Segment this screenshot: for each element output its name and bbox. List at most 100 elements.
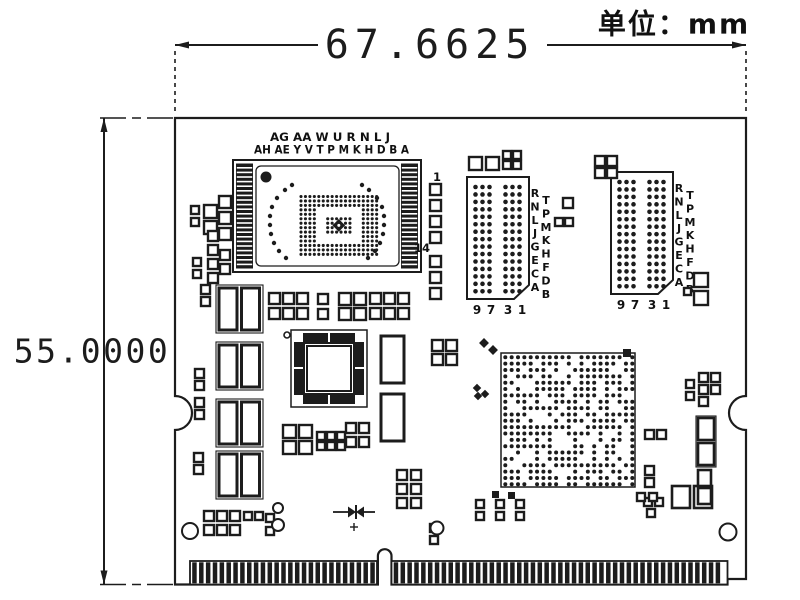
smd-pad [242,510,254,522]
memory-chip-pad-band-left [236,163,253,269]
qfp-chip-footprint [283,329,368,408]
smd-pad [428,182,443,197]
two-pad-component [215,284,264,334]
gold-finger [503,562,508,584]
pin-hole [473,199,478,205]
pin-hole [480,289,485,294]
gold-finger [544,562,549,584]
smd-pad [193,396,206,409]
gold-finger [626,562,632,584]
pin-letter-inner: E [675,249,683,262]
gold-finger [708,562,714,584]
pin-hole [661,209,666,215]
gold-finger [240,562,245,584]
smd-pad [215,509,229,523]
pin-number: 7 [631,298,639,312]
gold-finger [199,562,204,584]
pin-hole [517,266,522,272]
pin-letter-inner: N [674,195,683,208]
smd-pad [189,216,201,228]
smd-pad [267,291,282,306]
smd-pad [709,383,722,396]
pin-hole [617,246,622,252]
pin-hole [510,192,515,197]
pin-hole [654,231,659,237]
pin-hole [661,284,666,289]
pin-hole [473,207,478,212]
pin-hole [631,254,636,259]
smd-pad [382,306,397,321]
pin-hole [487,281,492,287]
corner-marker [623,349,631,357]
pin-hole [661,239,666,244]
smd-pad [501,159,513,171]
pin-hole [487,274,492,279]
pin-hole [473,259,478,264]
pin-hole [617,224,622,229]
pin-hole [487,266,492,272]
gold-finger [281,562,286,584]
pin-letter-inner: N [530,200,539,213]
smd-pad [189,204,201,216]
pin-hole [661,187,666,192]
pin-hole [647,231,652,237]
pin-hole [517,184,522,190]
pin-letter-inner: C [675,262,683,275]
pin-hole [631,187,636,192]
finger-band-1 [189,560,378,586]
smd-pad [337,306,353,322]
passive-components [189,149,722,546]
two-pad-component [215,398,264,448]
smd-pad [297,439,314,456]
pin-hole [654,209,659,215]
pin-hole [617,202,622,207]
pin-hole [624,239,629,244]
pin-hole [654,261,659,267]
width-dim-arrow-left [175,41,189,49]
gold-finger [441,562,447,584]
smd-pad [396,306,411,321]
smd-pad [553,216,565,228]
pin-hole [503,274,508,279]
pin-hole [487,221,492,227]
gold-finger [329,562,334,584]
gold-finger [469,562,474,584]
pin-hole [487,229,492,234]
gold-finger [462,562,467,584]
pin-hole [661,254,666,259]
smd-pad [316,307,330,321]
pin-hole [487,244,492,249]
gold-finger [654,562,659,584]
pin-hole [517,221,522,227]
gold-finger [510,562,515,584]
smd-pad [428,286,443,301]
pin-hole [631,194,636,200]
pin-hole [624,231,629,237]
pin-hole [510,274,515,279]
smd-pad [202,509,216,523]
pin-letter-inner: G [530,241,539,254]
smd-pad [368,306,383,321]
gold-finger [660,562,666,584]
pin-number: 3 [648,298,656,312]
pin-hole [647,254,652,259]
pin-hole [647,276,652,282]
pin-hole [654,269,659,274]
pin-hole [487,199,492,205]
smd-pad [395,496,409,510]
pin-hole [661,246,666,252]
gold-finger [578,562,584,584]
gold-finger [592,562,597,584]
pin-hole [480,236,485,242]
pin-hole [661,202,666,207]
pin-hole [510,251,515,257]
mounting-holes [181,502,738,542]
gold-finger [585,562,590,584]
pin-hole [473,274,478,279]
gold-finger [688,562,693,584]
gold-finger [219,562,225,584]
solder-pad [492,491,499,498]
gold-finger [681,562,686,584]
smd-pad [281,306,296,321]
smd-pad [484,155,501,172]
